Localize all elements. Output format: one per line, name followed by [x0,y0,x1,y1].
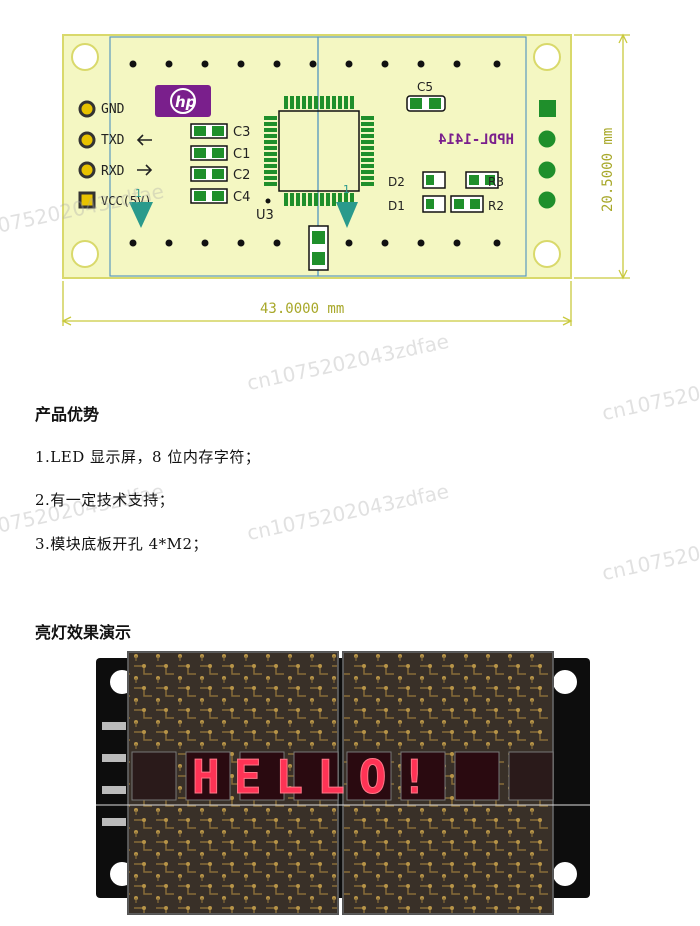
cap-label-c5: C5 [417,80,433,94]
demo-heading: 亮灯效果演示 [35,623,132,642]
hp-logo [155,85,211,117]
display-text: HELLO! [192,750,442,804]
resistor-pads [422,171,499,213]
display-pin-row-top [129,60,501,68]
dimension-lines [61,33,630,326]
pin1-triangle-mid [336,202,358,228]
dim-width-label: 43.0000 mm [260,301,344,317]
photo-hole [553,862,577,886]
pcb-diagram: GND TXD RXD VCC(5V) hp C3 C1 C2 C4 [61,33,630,326]
pin1-label-left: 1 [135,187,142,200]
mounting-hole [533,43,561,71]
chip-label-u3: U3 [256,208,274,223]
res-label-r2: R2 [488,199,504,213]
dim-height-label: 20.5000 mm [600,128,616,212]
advantage-item-2: 2.有一定技术支持； [35,491,175,509]
photo-header-pins [102,722,126,826]
watermark: cn1075202043zdfae [599,518,700,586]
demo-photo: HELLO! [96,651,590,915]
right-header-pads [538,100,556,209]
display-characters [131,751,554,801]
watermark: cn1075202043zdfae [244,478,451,546]
mounting-hole [533,240,561,268]
pin-arrows [136,134,153,176]
pin-label-rxd: RXD [101,164,125,179]
photo-hole [553,670,577,694]
cap-label-c4: C4 [233,190,250,205]
cap-pads [190,123,228,204]
display-panel-right [317,36,527,277]
left-header-pads [78,100,96,209]
pin1-label-mid: 1 [343,183,350,196]
advantage-item-1: 1.LED 显示屏，8 位内存字符； [35,448,261,466]
res-label-r3: R3 [488,175,504,189]
diode-label-d2: D2 [388,175,405,189]
watermark: cn1075202043zdfae [599,358,700,426]
mounting-hole [71,240,99,268]
cap-label-c1: C1 [233,147,250,162]
pin1-triangle-left [129,202,153,228]
u3-chip [264,96,374,206]
cap-label-c2: C2 [233,168,250,183]
mounting-hole [71,43,99,71]
hp-logo-circle [170,88,196,114]
pin-label-txd: TXD [101,133,125,148]
advantages-heading: 产品优势 [35,405,100,424]
advantage-item-3: 3.模块底板开孔 4*M2； [35,535,209,553]
pin-label-gnd: GND [101,102,125,117]
diode-label-d1: D1 [388,199,405,213]
cap-label-c3: C3 [233,125,250,140]
chip-label-hpdl: HPDL-1414 [438,132,514,148]
hp-logo-text: hp [175,93,197,111]
display-pin-row-bottom [129,239,501,247]
